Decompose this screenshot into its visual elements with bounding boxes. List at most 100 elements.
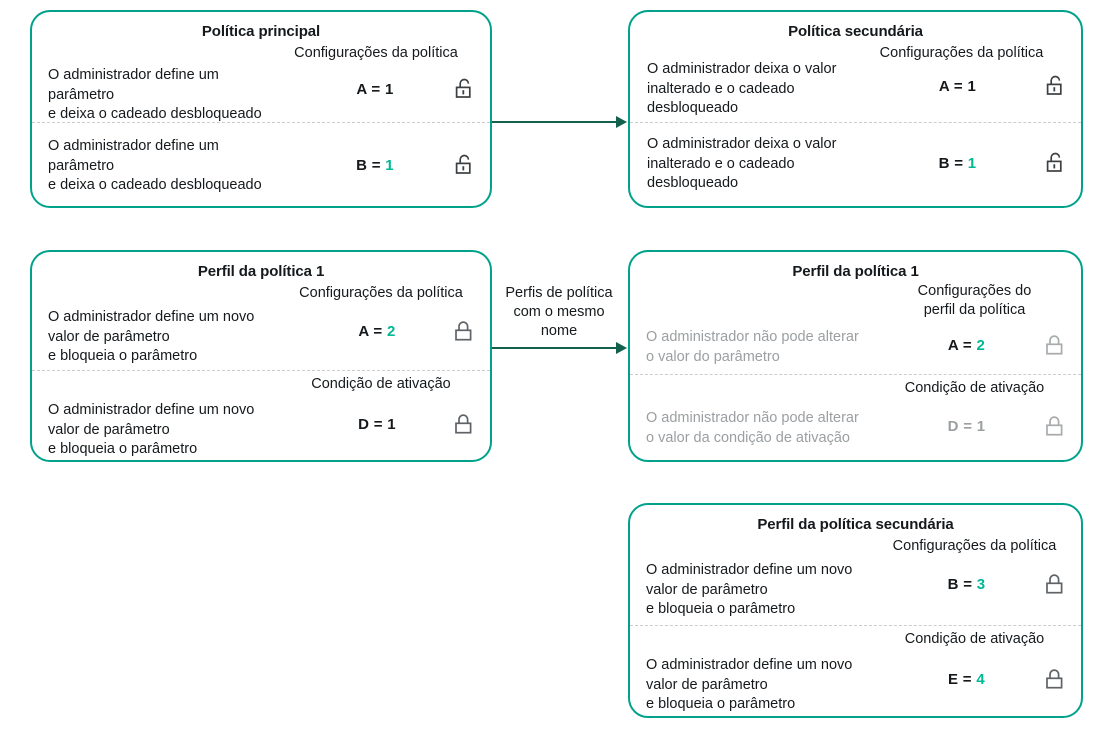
row-description: O administrador deixa o valor inalterado… [647,136,837,191]
row-description: O administrador não pode alterar o valor… [646,329,859,365]
locked-padlock-icon [1045,414,1067,438]
row-key: A = [358,322,383,340]
row-key: B = [938,154,964,172]
row-key-value: A = 2 [878,337,1045,354]
locked-padlock-icon [454,319,476,343]
row-value-line: B = 1 [272,153,480,177]
unlocked-padlock-icon [1045,74,1067,98]
card-title: Perfil da política secundária [757,516,954,533]
table-row: O administrador define um novo valor de … [630,533,1081,625]
table-row: O administrador deixa o valor inalterado… [630,122,1081,198]
row-group-label: Condição de ativação [904,380,1045,396]
card-policy-profile-1-right: Perfil da política 1 O administrador não… [628,250,1083,462]
row-value-line: D = 1 [878,414,1071,438]
row-value: 4 [976,670,985,688]
row-key: B = [356,156,381,174]
row-value-line: B = 3 [878,572,1071,596]
table-row: O administrador define um novo valor de … [32,280,490,370]
row-value: 3 [976,575,986,593]
row-group-label: Configurações da política [892,538,1057,554]
row-value: 2 [386,322,396,340]
row-value-line: B = 1 [852,151,1071,175]
row-value-line: A = 2 [878,333,1071,357]
row-key: A = [947,336,972,354]
card-rows: O administrador define um novo valor de … [630,533,1081,717]
row-key-value: A = 1 [272,81,454,98]
row-right: Condição de ativação E = 4 [878,630,1081,691]
row-right: Configurações do perfil da política A = … [878,282,1081,357]
row-value: 1 [967,154,977,172]
row-value: 1 [967,77,977,95]
row-group-label: Configurações do perfil da política [917,283,1032,318]
row-value-line: E = 4 [878,667,1071,691]
table-row: O administrador não pode alterar o valor… [630,280,1081,374]
card-title: Perfil da política 1 [197,263,325,280]
row-right: Condição de ativação D = 1 [282,375,490,436]
row-key: B = [947,575,973,593]
row-value-line: A = 1 [272,77,480,101]
row-key-value: E = 4 [878,671,1045,688]
row-value: 1 [976,417,986,435]
unlocked-padlock-icon [454,153,476,177]
card-rows: O administrador não pode alterar o valor… [630,280,1081,462]
row-key-value: B = 1 [272,157,454,174]
table-row: O administrador define um parâmetro e de… [32,40,490,122]
arrow-top-connector-line [492,121,618,123]
card-title: Perfil da política 1 [792,263,919,280]
row-key: D = [947,417,973,435]
locked-padlock-icon [1045,333,1067,357]
card-title: Política secundária [788,23,923,40]
row-group-label: Configurações da política [299,285,463,301]
row-group-label: Configurações da política [294,45,458,61]
row-right: B = 1 [852,127,1081,175]
row-key: D = [358,415,383,433]
row-description: O administrador define um novo valor de … [48,309,255,364]
row-group-label: Condição de ativação [904,631,1045,647]
row-value: 1 [384,80,394,98]
card-title: Política principal [201,23,321,40]
row-value-line: D = 1 [282,412,480,436]
row-key-value: A = 1 [852,78,1045,95]
card-secondary-policy-profile: Perfil da política secundária O administ… [628,503,1083,718]
row-description: O administrador define um novo valor de … [646,657,853,712]
row-right: Condição de ativação D = 1 [878,379,1081,438]
row-key: A = [938,77,963,95]
row-value-line: A = 1 [852,74,1071,98]
row-right: Configurações da política A = 1 [272,44,490,101]
card-rows: O administrador define um novo valor de … [32,280,490,460]
row-key: E = [948,670,972,688]
row-key-value: A = 2 [282,323,454,340]
locked-padlock-icon [454,412,476,436]
row-right: Configurações da política A = 2 [282,284,490,343]
row-description: O administrador define um parâmetro e de… [48,67,262,122]
row-value: 1 [385,156,394,174]
row-description: O administrador define um novo valor de … [48,402,255,457]
row-group-label: Condição de ativação [311,376,451,392]
row-group-label: Configurações da política [879,45,1044,61]
row-key-value: D = 1 [878,418,1045,435]
row-key-value: B = 3 [878,576,1045,593]
row-right: B = 1 [272,127,490,177]
arrow-top-head-icon [616,116,627,128]
row-description: O administrador define um novo valor de … [646,562,853,617]
locked-padlock-icon [1045,572,1067,596]
card-rows: O administrador deixa o valor inalterado… [630,40,1081,198]
row-key-value: D = 1 [282,416,454,433]
row-description: O administrador deixa o valor inalterado… [647,61,837,116]
row-value-line: A = 2 [282,319,480,343]
locked-padlock-icon [1045,667,1067,691]
table-row: O administrador define um novo valor de … [630,625,1081,717]
row-right: Configurações da política A = 1 [852,44,1081,98]
table-row: O administrador define um novo valor de … [32,370,490,460]
table-row: O administrador deixa o valor inalterado… [630,40,1081,122]
unlocked-padlock-icon [1045,151,1067,175]
card-main-policy: Política principal O administrador defin… [30,10,492,208]
row-key: A = [356,80,381,98]
row-key-value: B = 1 [852,155,1045,172]
unlocked-padlock-icon [454,77,476,101]
table-row: O administrador define um parâmetro e de… [32,122,490,198]
row-right: Configurações da política B = 3 [878,537,1081,596]
arrow-middle-head-icon [616,342,627,354]
arrow-middle-label: Perfis de política com o mesmo nome [505,285,613,339]
